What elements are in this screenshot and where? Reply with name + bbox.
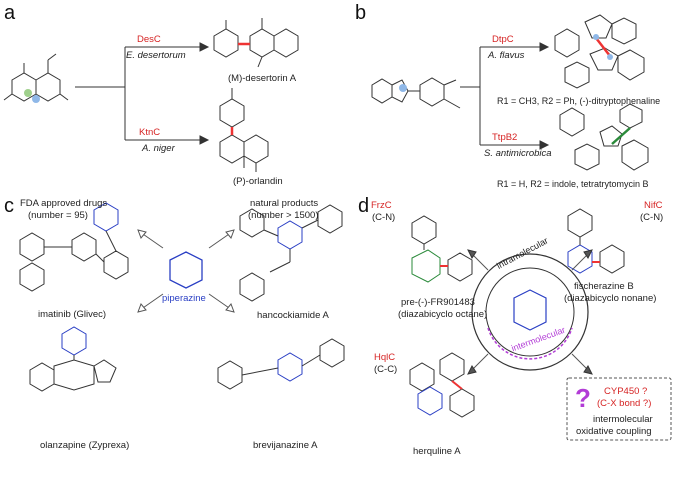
- hqic-label: HqlC: [374, 352, 396, 363]
- np-title: natural products: [250, 198, 319, 209]
- panel-b-arrows: [460, 46, 540, 146]
- cyp450-box: [566, 377, 672, 441]
- panel-label-c: c: [4, 195, 14, 217]
- coupling-site-blue: [32, 95, 40, 103]
- nifc-type: (C-N): [640, 212, 664, 223]
- enzyme-ttpb2: TtpB2: [492, 132, 518, 143]
- hancockiamide-structure: [239, 204, 343, 302]
- organism-niger: A. niger: [142, 143, 175, 154]
- cyp450-label: CYP450 ?: [604, 386, 648, 397]
- enzyme-ktnc: KtnC: [139, 127, 161, 138]
- brevijanazine-label: brevijanazine A: [253, 440, 318, 451]
- brevijanazine-structure: [217, 338, 345, 390]
- product-ditryptophenaline: R1 = CH3, R2 = Ph, (-)-ditryptophenaline: [497, 96, 661, 106]
- desertorin-structure: [213, 18, 299, 68]
- piperazine-label: piperazine: [162, 293, 206, 304]
- coupling-site-green: [24, 89, 32, 97]
- cyp450-desc-1: intermolecular: [593, 414, 653, 425]
- ditryptophenaline-structure: [554, 14, 645, 89]
- product-tetratrytomycin: R1 = H, R2 = indole, tetratrytomycin B: [497, 179, 649, 189]
- panel-label-b: b: [355, 2, 367, 24]
- panel-d-arrows: [469, 251, 591, 373]
- fda-count: (number = 95): [28, 210, 88, 221]
- panel-a-arrows: [75, 46, 200, 141]
- cyp450-bond: (C-X bond ?): [597, 398, 652, 409]
- question-mark-icon: ?: [575, 383, 591, 413]
- imatinib-structure: [19, 202, 129, 292]
- hqic-type: (C-C): [374, 364, 398, 375]
- frzc-type: (C-N): [372, 212, 396, 223]
- frzc-sub: (diazabicyclo octane): [398, 309, 488, 320]
- orlandin-structure: [219, 88, 269, 172]
- imatinib-label: imatinib (Glivec): [38, 309, 107, 320]
- coumarin-substrate: [3, 53, 69, 102]
- cyp450-desc-2: oxidative coupling: [576, 426, 652, 437]
- tetratrytomycin-structure: [559, 103, 649, 171]
- olanzapine-label: olanzapine (Zyprexa): [40, 440, 130, 451]
- enzyme-dtpc: DtpC: [492, 34, 514, 45]
- panel-label-d: d: [358, 195, 370, 217]
- c3-site-blue: [399, 84, 407, 92]
- organism-flavus: A. flavus: [488, 50, 525, 61]
- nifc-product: fischerazine B: [574, 281, 634, 292]
- fda-title: FDA approved drugs: [20, 198, 108, 209]
- organism-desertorum: E. desertorum: [126, 50, 186, 61]
- nifc-sub: (diazabicyclo nonane): [564, 293, 657, 304]
- frzc-label: FrzC: [371, 200, 392, 211]
- mechanism-ring: [471, 253, 589, 371]
- frzc-product: pre-(-)-FR901483: [401, 297, 475, 308]
- enzyme-desc: DesC: [137, 34, 161, 45]
- frzc-structure: [411, 215, 473, 283]
- c3-c3-bond: [595, 37, 611, 57]
- piperazine-core: [169, 251, 203, 289]
- hancockiamide-label: hancockiamide A: [257, 310, 329, 321]
- product-orlandin: (P)-orlandin: [233, 176, 283, 187]
- nifc-structure: [567, 208, 625, 274]
- herquline-structure: [409, 352, 475, 418]
- nifc-label: NifC: [644, 200, 663, 211]
- panel-label-a: a: [4, 2, 16, 24]
- tryptophan-dkp-substrate: [371, 77, 461, 109]
- np-count: (number > 1500): [248, 210, 319, 221]
- product-desertorin: (M)-desertorin A: [228, 73, 297, 84]
- organism-antimicrobica: S. antimicrobica: [484, 148, 552, 159]
- herquline-label: herquline A: [413, 446, 461, 457]
- olanzapine-structure: [29, 326, 117, 392]
